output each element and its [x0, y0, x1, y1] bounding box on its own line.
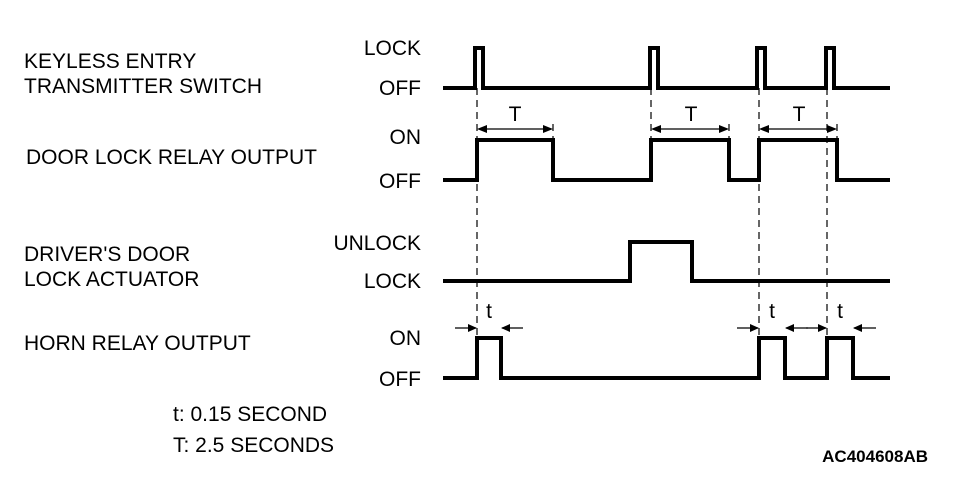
- transmitter-label-line-1: KEYLESS ENTRY: [24, 50, 196, 73]
- short-interval-markers: t t t: [455, 300, 876, 332]
- door-lock-relay-label: DOOR LOCK RELAY OUTPUT: [26, 146, 317, 169]
- level-labels: LOCK OFF ON OFF UNLOCK LOCK ON OFF: [333, 37, 421, 391]
- long-interval-marker-2: T: [651, 103, 729, 133]
- horn-relay-high-level-label: ON: [390, 327, 422, 350]
- signal-names: KEYLESS ENTRY TRANSMITTER SWITCH DOOR LO…: [24, 50, 317, 355]
- horn-relay-waveform: [443, 336, 890, 380]
- long-interval-markers: T T T: [477, 103, 837, 133]
- short-interval-marker-1: t: [455, 300, 523, 332]
- door-lock-relay-waveform: [443, 138, 890, 182]
- transmitter-high-level-label: LOCK: [364, 37, 421, 60]
- long-interval-marker-1: T: [477, 103, 553, 133]
- legend-short-interval: t: 0.15 SECOND: [173, 403, 327, 426]
- door-lock-relay-low-level-label: OFF: [379, 170, 421, 193]
- transmitter-low-level-label: OFF: [379, 77, 421, 100]
- legend: t: 0.15 SECOND T: 2.5 SECONDS: [173, 403, 334, 457]
- door-lock-relay-high-level-label: ON: [390, 126, 422, 149]
- driver-actuator-waveform: [443, 240, 890, 283]
- transmitter-waveform: [443, 46, 890, 90]
- short-interval-label-1: t: [486, 300, 492, 323]
- horn-relay-label: HORN RELAY OUTPUT: [24, 332, 251, 355]
- short-interval-marker-3: t: [806, 300, 876, 332]
- driver-actuator-label-line-1: DRIVER'S DOOR: [24, 243, 190, 266]
- long-interval-label-1: T: [509, 103, 522, 126]
- long-interval-label-3: T: [793, 103, 806, 126]
- legend-long-interval: T: 2.5 SECONDS: [173, 434, 334, 457]
- short-interval-label-2: t: [769, 300, 775, 323]
- waveforms: [443, 46, 890, 380]
- transmitter-label-line-2: TRANSMITTER SWITCH: [24, 75, 262, 98]
- driver-actuator-label-line-2: LOCK ACTUATOR: [24, 268, 199, 291]
- long-interval-label-2: T: [685, 103, 698, 126]
- driver-actuator-low-level-label: LOCK: [364, 270, 421, 293]
- driver-actuator-high-level-label: UNLOCK: [333, 232, 421, 255]
- figure-code: AC404608AB: [822, 447, 928, 466]
- horn-relay-low-level-label: OFF: [379, 368, 421, 391]
- long-interval-marker-3: T: [759, 103, 837, 133]
- reference-lines: [476, 88, 838, 378]
- short-interval-marker-2: t: [737, 300, 808, 332]
- short-interval-label-3: t: [837, 300, 843, 323]
